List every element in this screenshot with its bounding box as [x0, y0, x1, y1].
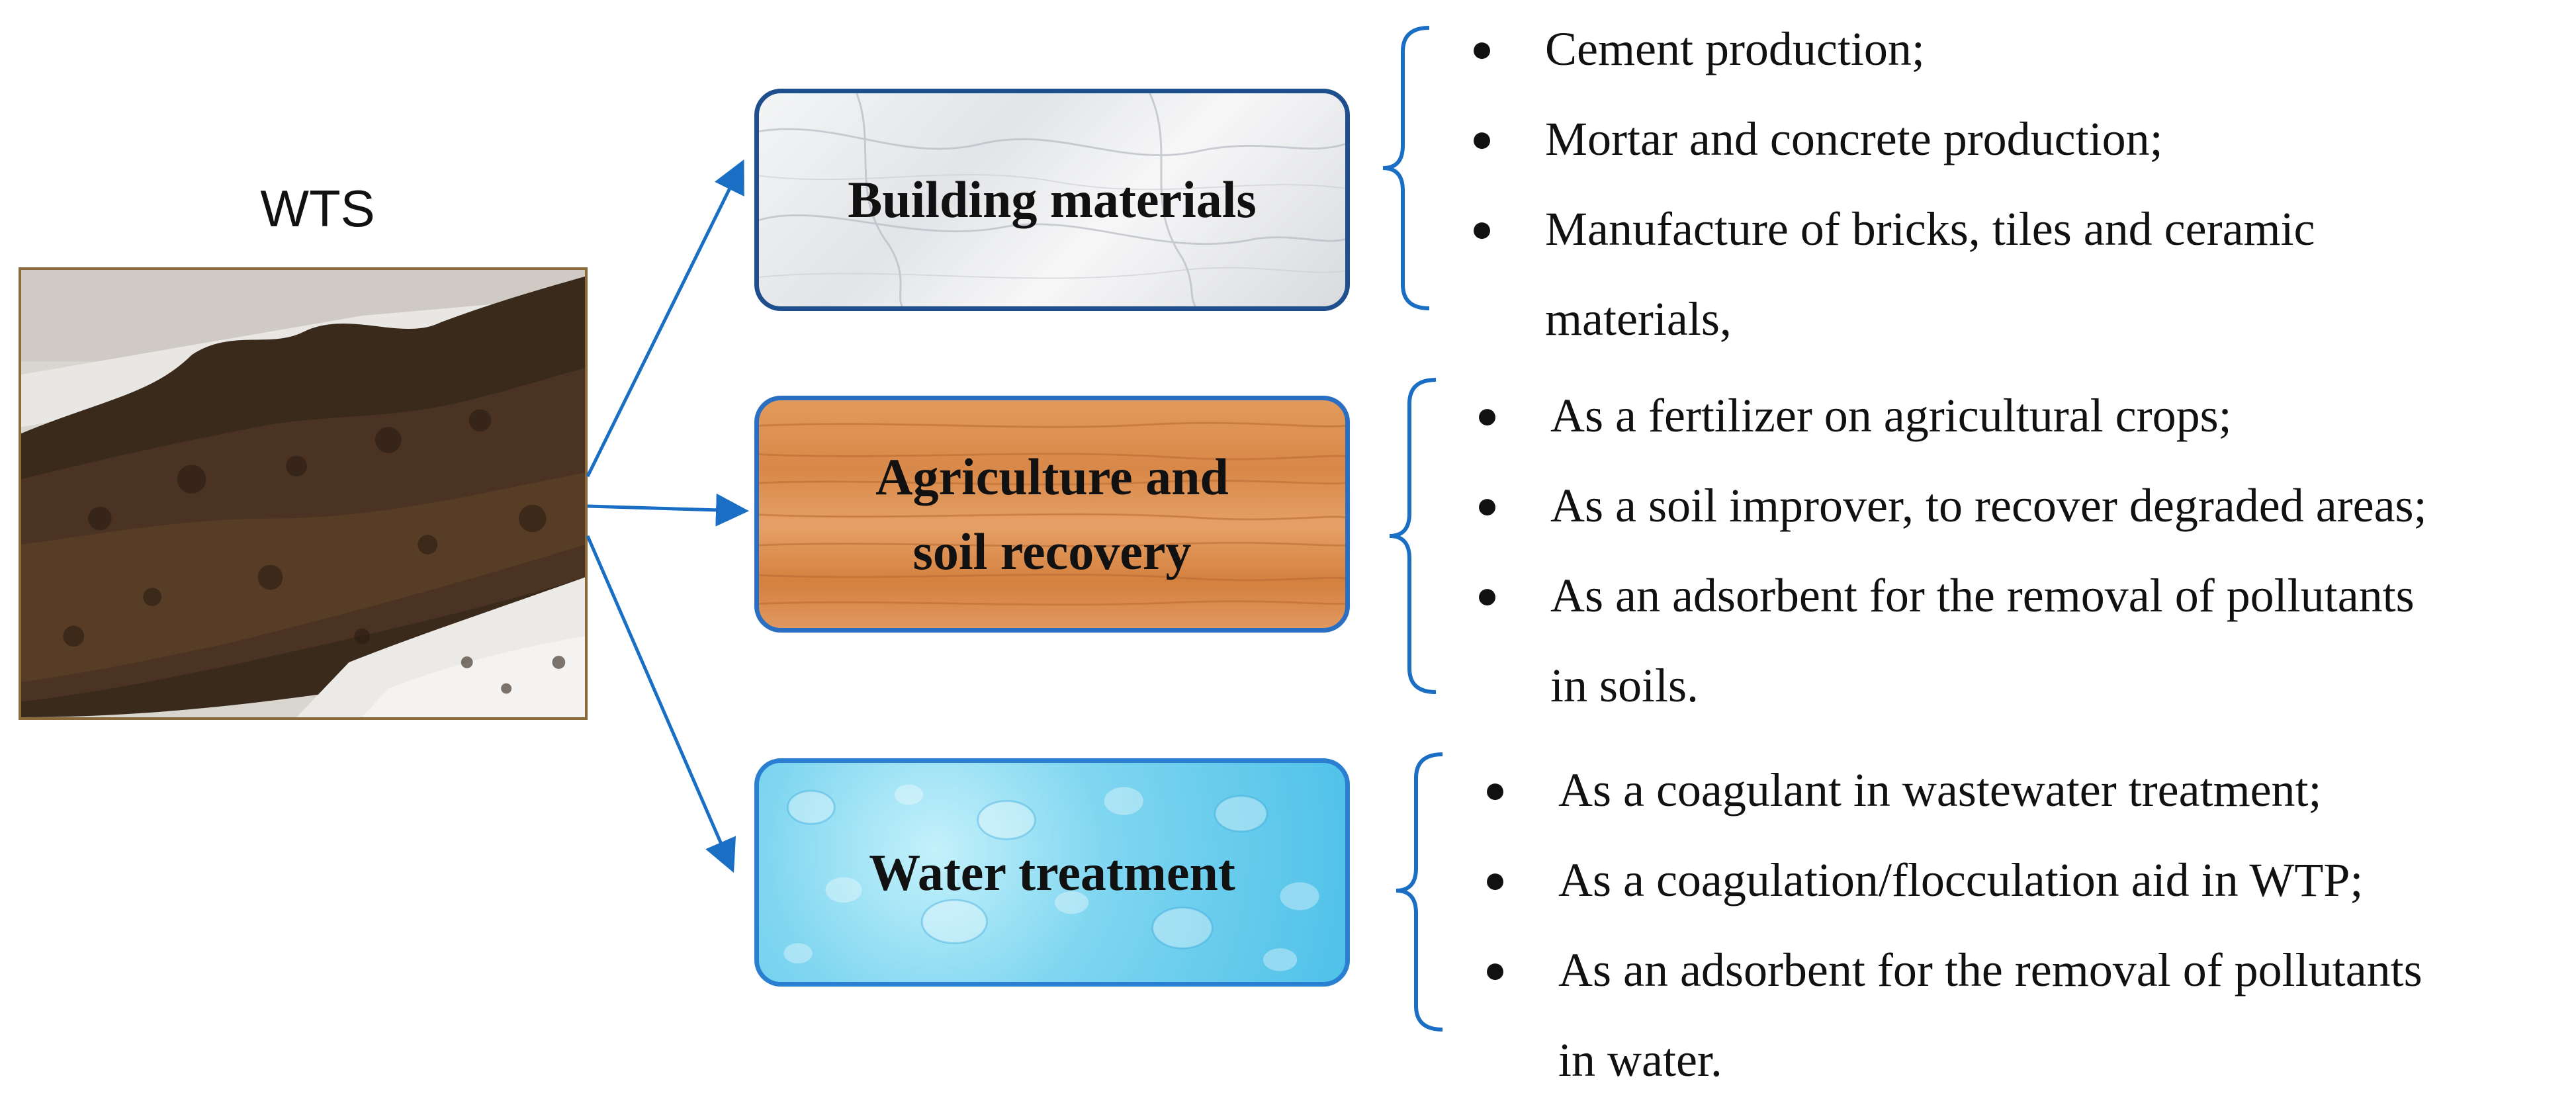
bullet-icon: ● — [1484, 948, 1507, 991]
use-list-building-materials: ● Cement production; ● Mortar and concre… — [1443, 4, 2315, 364]
bracket-water-treatment — [1396, 752, 1443, 1032]
list-item: ● Cement production; — [1443, 4, 2315, 94]
list-item-text: Manufacture of bricks, tiles and ceramic — [1545, 202, 2315, 255]
list-item: ● As an adsorbent for the removal of pol… — [1448, 551, 2427, 730]
category-label-line: Water treatment — [869, 843, 1235, 901]
category-box-agriculture-soil-recovery: Agriculture and soil recovery — [754, 396, 1350, 633]
list-item: ● Mortar and concrete production; — [1443, 94, 2315, 184]
list-item: ● As a fertilizer on agricultural crops; — [1448, 371, 2427, 461]
category-label-building-materials: Building materials — [828, 162, 1276, 237]
list-item-text-continued: in water. — [1558, 1034, 1722, 1086]
bullet-icon: ● — [1470, 117, 1494, 160]
category-label-line: Building materials — [848, 171, 1257, 229]
source-label: WTS — [260, 179, 375, 238]
bullet-icon: ● — [1476, 484, 1499, 527]
bullet-icon: ● — [1476, 574, 1499, 617]
list-item-text: As a soil improver, to recover degraded … — [1550, 479, 2427, 532]
wts-sludge-photo — [19, 267, 588, 720]
list-item-text: As a coagulant in wastewater treatment; — [1558, 764, 2322, 817]
list-item-text: Mortar and concrete production; — [1545, 112, 2163, 165]
arrow-to-agriculture — [587, 493, 749, 527]
list-item: ● As a soil improver, to recover degrade… — [1448, 461, 2427, 551]
bullet-icon: ● — [1470, 207, 1494, 250]
category-box-water-treatment: Water treatment — [754, 758, 1350, 987]
category-label-line: soil recovery — [912, 523, 1192, 580]
bullet-icon: ● — [1476, 394, 1499, 437]
list-item-text: Cement production; — [1545, 22, 1925, 75]
water-drops-texture — [759, 763, 1345, 982]
category-label-line: Agriculture and — [875, 447, 1229, 506]
bullet-icon: ● — [1484, 768, 1507, 811]
list-item: ● As a coagulant in wastewater treatment… — [1456, 745, 2422, 835]
list-item-text-continued: materials, — [1545, 292, 1732, 345]
list-item-text: As a coagulation/flocculation aid in WTP… — [1558, 854, 2364, 906]
wood-texture — [759, 400, 1345, 628]
category-label-agriculture: Agriculture and soil recovery — [856, 439, 1249, 589]
list-item: ● As a coagulation/flocculation aid in W… — [1456, 835, 2422, 925]
list-item: ● Manufacture of bricks, tiles and ceram… — [1443, 184, 2315, 364]
arrow-to-building-materials — [586, 159, 744, 478]
list-item: ● As an adsorbent for the removal of pol… — [1456, 925, 2422, 1105]
arrow-to-water-treatment — [586, 535, 736, 873]
use-list-agriculture: ● As a fertilizer on agricultural crops;… — [1448, 371, 2427, 730]
bullet-icon: ● — [1484, 858, 1507, 901]
bracket-building-materials — [1382, 26, 1430, 310]
bullet-icon: ● — [1470, 27, 1494, 70]
list-item-text: As an adsorbent for the removal of pollu… — [1550, 569, 2415, 622]
list-item-text: As a fertilizer on agricultural crops; — [1550, 389, 2232, 442]
category-box-building-materials: Building materials — [754, 89, 1350, 311]
list-item-text: As an adsorbent for the removal of pollu… — [1558, 944, 2422, 996]
use-list-water-treatment: ● As a coagulant in wastewater treatment… — [1456, 745, 2422, 1105]
list-item-text-continued: in soils. — [1550, 659, 1699, 712]
marble-texture — [759, 93, 1345, 306]
bracket-agriculture — [1389, 378, 1437, 694]
category-label-water-treatment: Water treatment — [849, 835, 1255, 910]
